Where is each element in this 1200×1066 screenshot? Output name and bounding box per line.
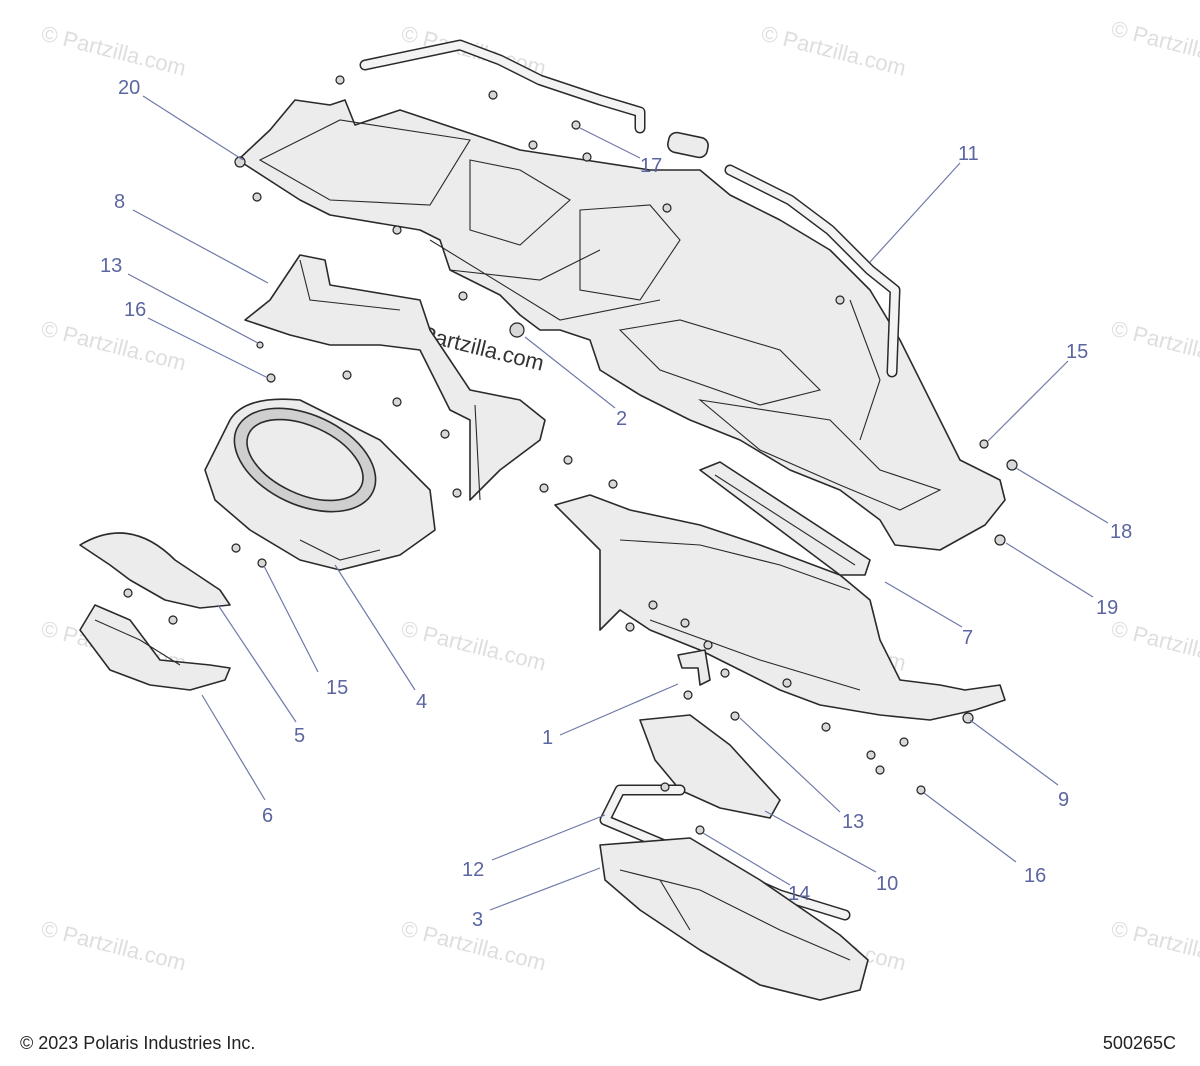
callout-4: 4 <box>416 691 427 713</box>
callout-17: 17 <box>640 155 662 177</box>
watermark: © Partzilla.com <box>1109 616 1200 676</box>
watermark: © Partzilla.com <box>39 316 189 376</box>
callout-7: 7 <box>962 627 973 649</box>
dash-lower-panel <box>554 494 1006 721</box>
callout-13: 13 <box>100 255 122 277</box>
dash-upper-panel <box>234 99 1006 551</box>
callout-2: 2 <box>616 408 627 430</box>
callout-labels: 20 8 13 16 17 11 2 15 18 7 19 4 15 5 6 1… <box>100 77 1132 931</box>
callout-20: 20 <box>118 77 140 99</box>
callout-8: 8 <box>114 191 125 213</box>
callout-6: 6 <box>262 805 273 827</box>
callout-18: 18 <box>1110 521 1132 543</box>
callout-16-lower: 16 <box>1024 865 1046 887</box>
callout-10: 10 <box>876 873 898 895</box>
callout-3: 3 <box>472 909 483 931</box>
small-bracket <box>677 649 711 686</box>
callout-13-lower: 13 <box>842 811 864 833</box>
callout-1: 1 <box>542 727 553 749</box>
callout-14: 14 <box>788 883 810 905</box>
callout-15-right: 15 <box>1066 341 1088 363</box>
callout-11: 11 <box>958 143 979 165</box>
watermark: © Partzilla.com <box>759 21 909 81</box>
leader-lines <box>127 95 1109 911</box>
watermark: © Partzilla.com <box>1109 916 1200 976</box>
glove-box-lid <box>639 714 781 819</box>
callout-12: 12 <box>462 859 484 881</box>
copyright-notice: © 2023 Polaris Industries Inc. <box>20 1033 256 1053</box>
callout-9: 9 <box>1058 789 1069 811</box>
watermark: © Partzilla.com <box>39 916 189 976</box>
glove-box-seal <box>599 784 851 921</box>
fasteners <box>123 75 1018 835</box>
vent-strip <box>699 461 871 576</box>
left-dash-bracket <box>244 254 546 501</box>
callout-5: 5 <box>294 725 305 747</box>
callout-19: 19 <box>1096 597 1118 619</box>
steering-cover-lower <box>79 604 231 691</box>
watermark: © Partzilla.com <box>399 616 549 676</box>
callout-16: 16 <box>124 299 146 321</box>
watermark: © Partzilla.com <box>1109 316 1200 376</box>
steering-cover-upper <box>79 532 231 609</box>
diagram-number: 500265C <box>1102 1033 1176 1053</box>
grab-bar <box>359 39 901 378</box>
gauge-housing <box>204 398 436 571</box>
watermark: © Partzilla.com <box>39 21 189 81</box>
glove-box <box>599 837 869 1001</box>
watermark: © Partzilla.com <box>1109 16 1200 76</box>
callout-15-left: 15 <box>326 677 348 699</box>
